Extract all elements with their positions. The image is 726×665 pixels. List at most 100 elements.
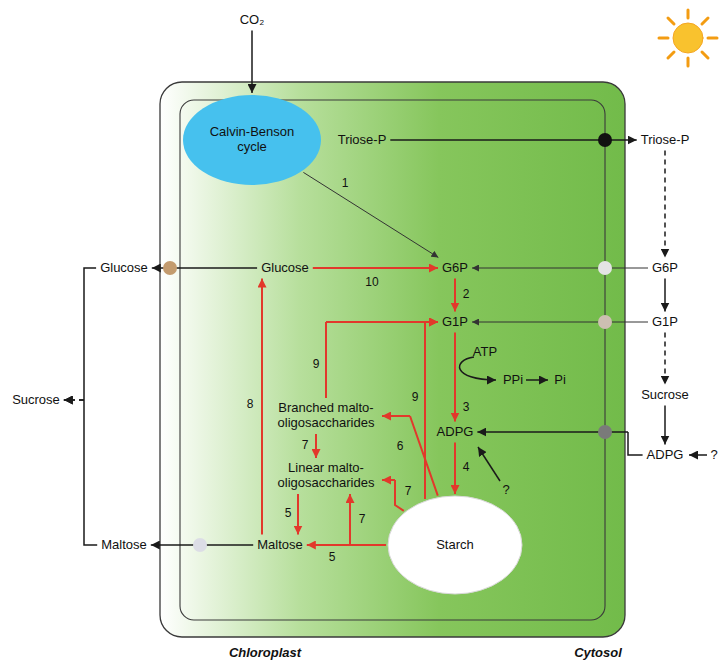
arrow-line: [251, 31, 253, 94]
arrow-line: [297, 494, 299, 535]
flux-arrow: [455, 279, 456, 312]
callout-number: 9: [412, 391, 419, 404]
arrow-line: [454, 333, 456, 422]
cycle-ellipse: Calvin-Benson cycle: [182, 94, 322, 186]
flux-arrow: [665, 151, 666, 258]
node-text: Calvin-Benson cycle: [198, 124, 306, 156]
cofactor-label: PPi: [503, 373, 523, 388]
callout-number: 6: [397, 440, 404, 453]
callout-number: 10: [365, 276, 378, 289]
metabolite-label: ADPG: [435, 424, 476, 441]
ellipse-shape: [388, 496, 522, 594]
callout-number: 7: [405, 485, 412, 498]
arrow-line: [349, 494, 351, 545]
triose-p-transporter: [598, 133, 612, 147]
unknown-mark: ?: [502, 483, 509, 498]
arrow-line: [628, 432, 643, 455]
node-text: Glucose: [98, 260, 150, 277]
arrow-line: [472, 268, 648, 269]
node-text: Glucose: [259, 260, 311, 277]
callout-number: 9: [313, 358, 320, 371]
flux-arrow: [382, 416, 438, 496]
arrow-line: [315, 434, 317, 458]
adpg-transporter: [598, 425, 612, 439]
flux-arrow: [64, 268, 96, 400]
node-text: Triose-P: [336, 132, 389, 149]
starch-granule: Starch: [387, 495, 523, 595]
metabolite-label: Glucose: [259, 260, 311, 277]
arrow-line: [664, 406, 666, 445]
arrow-line: [454, 443, 456, 495]
unknown-arrow: [478, 447, 500, 481]
ppi-arrow: [526, 379, 548, 381]
arrow-line: [64, 399, 84, 401]
flux-arrow: [252, 31, 253, 94]
g6p-transporter: [598, 261, 612, 275]
unknown-arrow: [689, 454, 707, 456]
node-text: Sucrose: [639, 387, 691, 404]
node-text: G1P: [440, 314, 470, 331]
node-text: CO₂: [238, 12, 267, 29]
metabolite-label: Maltose: [255, 537, 305, 554]
metabolite-label: Linear malto-oligosaccharides: [272, 460, 380, 492]
cofactor-label: ATP: [473, 345, 497, 360]
metabolite-label: G1P: [440, 314, 470, 331]
atp-curve: [460, 357, 496, 380]
arrow-line: [664, 151, 666, 258]
flux-arrow: [665, 333, 666, 385]
compartment-label: Cytosol: [574, 646, 622, 661]
flux-arrow: [350, 494, 386, 545]
flux-arrow: [298, 494, 299, 535]
arrow-line: [425, 321, 438, 323]
metabolite-label: Maltose: [99, 537, 149, 554]
callout-number: 8: [247, 398, 254, 411]
flux-arrow: [425, 322, 438, 499]
flux-arrow: [307, 545, 386, 546]
glucose-transporter: [163, 261, 177, 275]
metabolite-label: ADPG: [645, 447, 686, 464]
metabolite-label: Sucrose: [639, 387, 691, 404]
arrow-line: [307, 544, 386, 546]
arrow-line: [664, 333, 666, 385]
callout-number: 1: [342, 177, 349, 190]
flux-arrow: [313, 268, 438, 269]
flux-arrow: [472, 268, 648, 269]
node-text: Maltose: [255, 537, 305, 554]
arrow-line: [84, 268, 96, 400]
node-text: Linear malto-oligosaccharides: [272, 460, 380, 492]
metabolite-label: Triose-P: [639, 132, 692, 149]
metabolite-label: CO₂: [238, 12, 267, 29]
region-title: Chloroplast: [227, 645, 303, 662]
node-text: Maltose: [99, 537, 149, 554]
arrow-line: [313, 267, 438, 269]
node-text: ADPG: [645, 447, 686, 464]
node-text: G1P: [650, 314, 680, 331]
flux-arrow: [665, 279, 666, 312]
metabolite-label: Branched malto-oligosaccharides: [272, 400, 380, 432]
node-text: Sucrose: [10, 392, 62, 409]
flux-arrow: [303, 172, 438, 257]
flux-arrow: [316, 434, 317, 458]
arrow-line: [303, 172, 438, 257]
ellipse-shape: [183, 95, 321, 185]
arrow-line: [410, 416, 438, 496]
flux-arrow: [382, 480, 404, 511]
arrow-line: [395, 480, 404, 511]
node-text: G6P: [650, 260, 680, 277]
node-text: Triose-P: [639, 132, 692, 149]
flux-arrow: [455, 333, 456, 422]
arrow-line: [350, 544, 386, 546]
flux-arrow: [477, 432, 642, 455]
arrow-line: [64, 399, 84, 401]
flux-arrow: [262, 279, 263, 535]
node-text: ADPG: [435, 424, 476, 441]
callout-number: 7: [359, 513, 366, 526]
callout-number: 4: [463, 461, 470, 474]
cofactor-label: Pi: [554, 373, 566, 388]
flux-arrow: [665, 406, 666, 445]
g1p-transporter: [598, 315, 612, 329]
